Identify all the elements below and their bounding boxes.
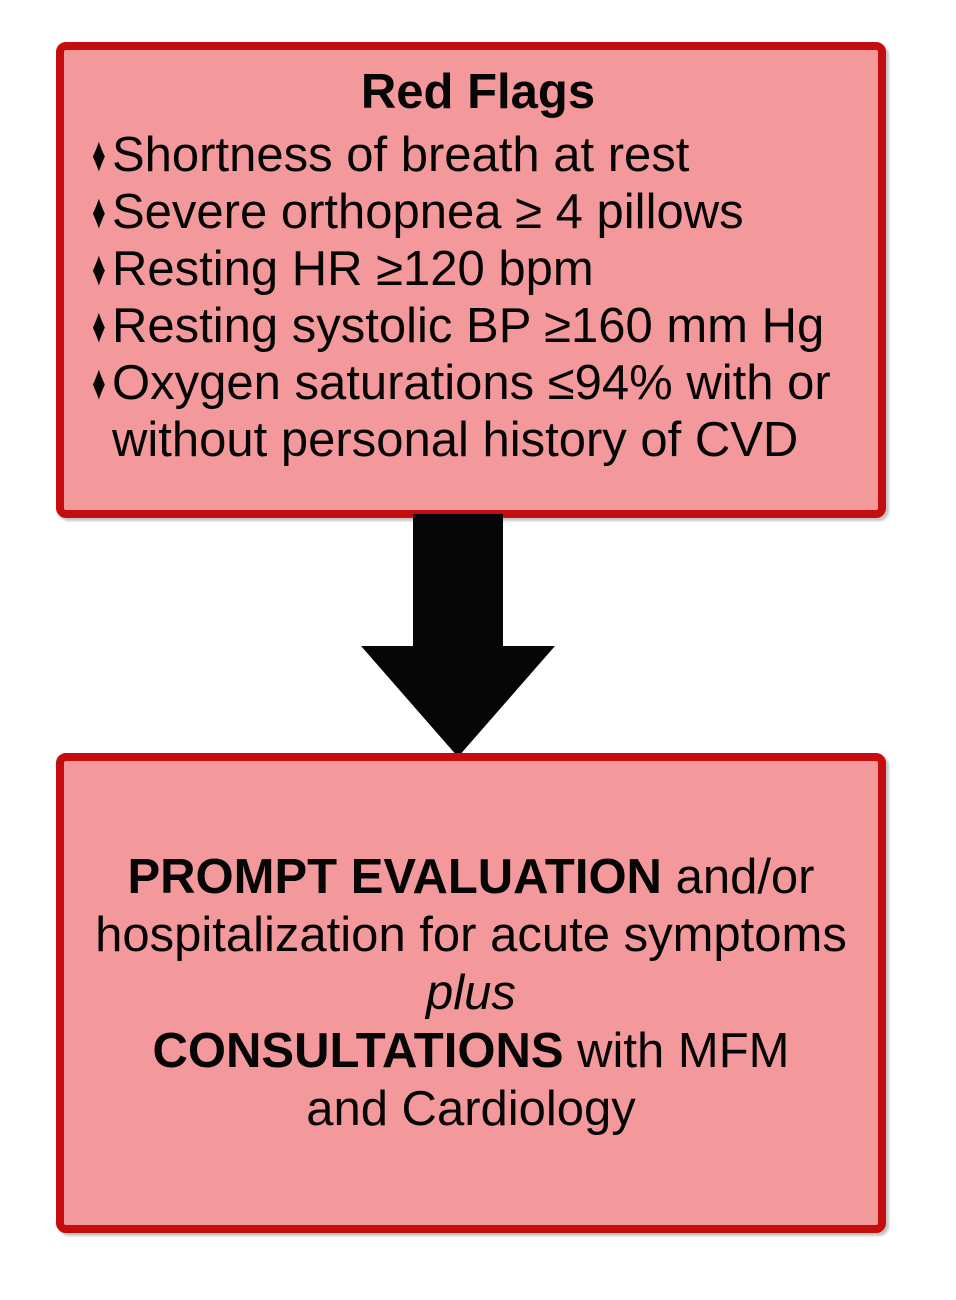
red-flags-list: ♦ Shortness of breath at rest ♦ Severe o… bbox=[92, 127, 864, 469]
text-segment: and/or bbox=[661, 850, 815, 904]
diamond-bullet-icon: ♦ bbox=[92, 128, 106, 182]
list-item-text: Shortness of breath at rest bbox=[112, 128, 690, 182]
text-segment-bold: CONSULTATIONS bbox=[152, 1024, 564, 1078]
diamond-bullet-icon: ♦ bbox=[92, 185, 106, 239]
box-title: Red Flags bbox=[360, 65, 596, 119]
down-arrow-icon bbox=[361, 514, 555, 757]
diamond-bullet-icon: ♦ bbox=[92, 299, 106, 353]
diamond-bullet-icon: ♦ bbox=[92, 242, 106, 296]
diamond-bullet-icon: ♦ bbox=[92, 356, 106, 410]
text-segment: and Cardiology bbox=[306, 1082, 636, 1136]
list-item-text: Resting HR ≥120 bpm bbox=[112, 242, 594, 296]
list-item-text: Resting systolic BP ≥160 mm Hg bbox=[112, 299, 825, 353]
prompt-evaluation-text: PROMPT EVALUATION and/or hospitalization… bbox=[95, 848, 847, 1138]
text-segment: hospitalization for acute symptoms bbox=[95, 908, 847, 962]
list-item: ♦ Resting systolic BP ≥160 mm Hg bbox=[92, 298, 864, 355]
prompt-evaluation-box: PROMPT EVALUATION and/or hospitalization… bbox=[56, 753, 886, 1233]
list-item-text: Severe orthopnea ≥ 4 pillows bbox=[112, 185, 744, 239]
text-segment-bold: PROMPT EVALUATION bbox=[127, 850, 662, 904]
list-item-text: Oxygen saturations ≤94% with or without … bbox=[112, 356, 831, 467]
list-item: ♦ Severe orthopnea ≥ 4 pillows bbox=[92, 184, 864, 241]
list-item: ♦ Oxygen saturations ≤94% with or withou… bbox=[92, 355, 864, 469]
red-flags-box: Red Flags ♦ Shortness of breath at rest … bbox=[56, 42, 886, 518]
list-item: ♦ Resting HR ≥120 bpm bbox=[92, 241, 864, 298]
text-segment-italic: plus bbox=[426, 966, 516, 1020]
list-item: ♦ Shortness of breath at rest bbox=[92, 127, 864, 184]
text-segment: with MFM bbox=[563, 1024, 790, 1078]
